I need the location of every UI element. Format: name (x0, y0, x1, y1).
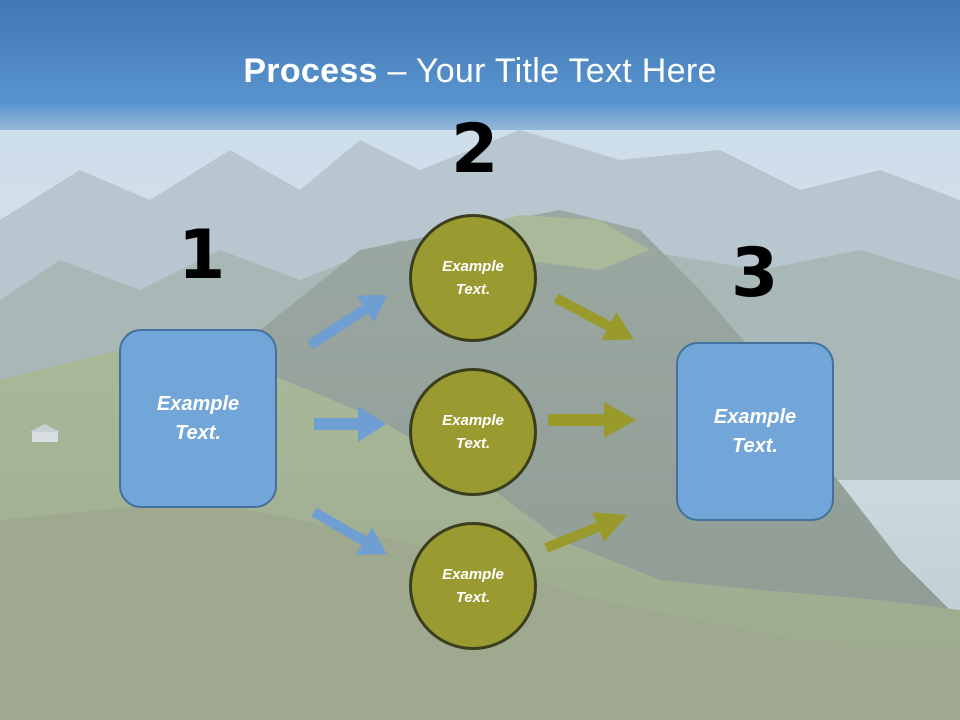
arrow-bottom-to-right (544, 512, 628, 553)
step-1-box-line-1: Example (156, 392, 240, 415)
arrow-left-to-top (307, 294, 388, 350)
circle-top-line-2: Text. (455, 281, 491, 298)
title-rest-part: – Your Title Text Here (377, 52, 717, 90)
title-bar (0, 0, 960, 130)
arrow-left-to-middle (314, 406, 386, 442)
arrow-middle-to-right (548, 402, 636, 438)
step-number-1: 1 (178, 216, 226, 295)
circle-middle-line-1: Example (442, 412, 504, 429)
circle-bottom-line-2: Text. (455, 589, 491, 606)
arrow-left-to-bottom (311, 507, 387, 555)
step-number-2: 2 (451, 110, 499, 189)
circle-middle-line-2: Text. (455, 435, 491, 452)
title-bold-part: Process (243, 52, 378, 90)
step-1-box-line-2: Text. (175, 421, 221, 444)
step-3-box-line-1: Example (713, 405, 797, 428)
circle-top-line-1: Example (442, 258, 504, 275)
page-title: Process – Your Title Text Here (0, 52, 960, 91)
step-3-box-line-2: Text. (732, 434, 778, 457)
arrow-top-to-right (553, 293, 634, 341)
step-number-3: 3 (731, 234, 779, 313)
circle-bottom-line-1: Example (442, 566, 504, 583)
